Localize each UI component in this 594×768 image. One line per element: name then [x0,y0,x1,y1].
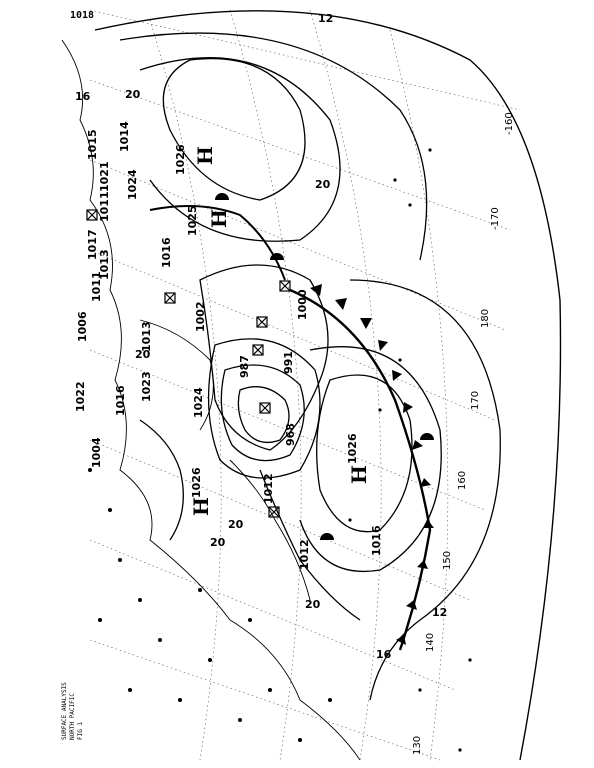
caption-line-1: SURFACE ANALYSIS [61,682,68,740]
edge-label: 1017 [86,229,99,260]
pressure-center-icon: H 1026 [189,467,213,516]
caption-line-2: NORTH PACIFIC [69,693,76,740]
edge-label: 1015 [86,129,99,160]
edge-label: 1004 [90,437,103,468]
cold-front [289,288,432,651]
caption-line-3: FIG 1 [77,722,84,740]
pressure-center-icon: 968 [284,423,297,446]
pressure-center-value: 1000 [296,289,309,320]
lon-label: 180 [480,309,491,328]
isobar [207,338,321,479]
header-code: 1018 [70,10,94,21]
isobar-label: 20 [305,598,321,611]
pressure-center-icon: 1012 [262,473,275,504]
pressure-center-value: 968 [284,423,297,446]
isobar-label: 16 [75,90,91,103]
pressure-center-icon: 1012 [298,539,311,570]
edge-label: 1024 [126,169,139,200]
isobar [237,386,290,444]
lon-label: -170 [490,207,501,230]
edge-label: 1011 [98,191,111,222]
pressure-center-icon: H 1025 [186,205,231,236]
pressure-center-type: H [193,146,217,165]
pressure-center-value: 1026 [174,144,187,175]
pressure-center-type: H [189,497,213,516]
pressure-center-icon: 1016 [370,525,383,556]
isobar [316,374,413,533]
pressure-center-value: 1012 [298,539,311,570]
isobar [139,419,184,541]
isobar-label: 12 [432,606,447,619]
pressure-center-value: 1024 [192,387,205,418]
low-markers [86,209,291,518]
analysis-boundary [94,10,562,761]
isobar [199,264,329,451]
edge-label: 1013 [98,249,111,280]
pressure-center-value: 991 [282,351,295,374]
edge-label: 1016 [160,237,173,268]
pressure-center-icon: 1000 [296,289,309,320]
pressure-center-icon: 1024 [192,387,205,418]
isobar-label: 16 [376,648,392,661]
edge-label: 1014 [118,121,131,152]
isobar-label: 20 [228,518,244,531]
station-observations [88,148,472,752]
edge-label: 1022 [74,381,87,412]
pressure-center-value: 1012 [262,473,275,504]
pressure-center-value: 1026 [346,433,359,464]
pressure-center-type: H [207,209,231,228]
isobar [259,469,361,621]
pressure-center-value: 1016 [370,525,383,556]
pressure-center-icon: 987 [238,355,251,378]
lon-label: 160 [457,471,468,490]
pressure-center-icon: H 1026 [174,144,217,175]
edge-labels: 1011 1013 1017 1024 1021 1015 1014 1006 … [74,121,173,468]
pressure-center-value: 1002 [194,301,207,332]
edge-label: 1006 [76,311,89,342]
pressure-centers: H 1026 H 1025 1000 991 987 968 H 1026 10… [174,144,383,570]
pressure-center-icon: H 1026 [346,433,371,484]
isobar-label: 20 [135,348,151,361]
edge-label: 1016 [114,385,127,416]
lon-label: 140 [425,633,436,652]
map-caption: SURFACE ANALYSIS NORTH PACIFIC FIG 1 [61,682,84,740]
isobar-label: 20 [315,178,331,191]
pressure-center-value: 1026 [190,467,203,498]
longitude-labels: -160 -170 180 170 160 150 140 130 [412,112,515,755]
edge-label: 1021 [98,161,111,192]
isobar [139,57,341,242]
cold-front-icon [310,284,434,645]
isobar-label: 20 [210,536,226,549]
pressure-center-type: H [347,465,371,484]
edge-label: 1023 [140,371,153,402]
isobar [119,32,428,261]
isobar [299,346,442,572]
isobar [162,57,306,201]
lon-label: 130 [412,736,423,755]
isobar-labels: 12 20 20 16 12 20 20 16 20 20 [75,12,447,661]
fronts [149,193,434,651]
pressure-center-icon: 1002 [194,301,207,332]
edge-label: 1011 [90,271,103,302]
isobar [220,364,305,462]
isobar-label: 20 [125,88,141,101]
edge-label: 1013 [140,321,153,352]
isobar-label: 12 [318,12,333,25]
lon-label: -160 [504,112,515,135]
pressure-center-value: 1025 [186,205,199,236]
stationary-front [149,205,286,281]
pressure-center-value: 987 [238,355,251,378]
lon-label: 150 [442,551,453,570]
pressure-center-icon: 991 [282,351,295,374]
lon-label: 170 [470,391,481,410]
